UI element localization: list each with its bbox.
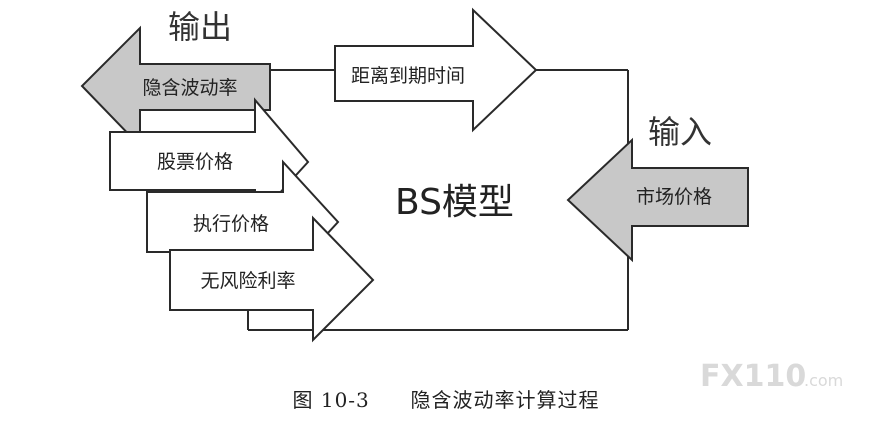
- watermark-logo-graphic: FX110 .com: [700, 359, 843, 394]
- watermark-suffix: .com: [804, 371, 843, 390]
- risk-free-rate-arrow-shape: [169, 215, 375, 343]
- stock-price-label: 股票价格: [157, 151, 233, 173]
- figure-title: 隐含波动率计算过程: [410, 388, 600, 412]
- strike-price-label: 执行价格: [193, 213, 269, 235]
- market-price-label: 市场价格: [636, 186, 712, 208]
- model-label: BS模型: [395, 182, 514, 223]
- watermark-brand: FX110: [700, 359, 806, 392]
- time-to-expiry-arrow-shape: [334, 7, 538, 133]
- risk-free-rate-label: 无风险利率: [200, 270, 295, 292]
- implied-volatility-arrow: 隐含波动率: [80, 25, 271, 149]
- implied-volatility-label: 隐含波动率: [142, 77, 237, 99]
- time-to-expiry-label: 距离到期时间: [351, 65, 465, 87]
- input-heading: 输入: [648, 113, 712, 151]
- risk-free-rate-arrow: 无风险利率: [169, 215, 375, 343]
- market-price-arrow: 市场价格: [566, 137, 749, 263]
- figure-caption: 图 10-3 隐含波动率计算过程: [0, 384, 892, 413]
- figure-number: 图 10-3: [292, 388, 370, 412]
- watermark-logo: FX110 .com: [700, 358, 850, 394]
- model-box: [247, 69, 629, 331]
- output-heading: 输出: [168, 8, 232, 46]
- market-price-arrow-shape: [566, 137, 749, 263]
- implied-volatility-arrow-shape: [80, 25, 271, 149]
- time-to-expiry-arrow: 距离到期时间: [334, 7, 538, 133]
